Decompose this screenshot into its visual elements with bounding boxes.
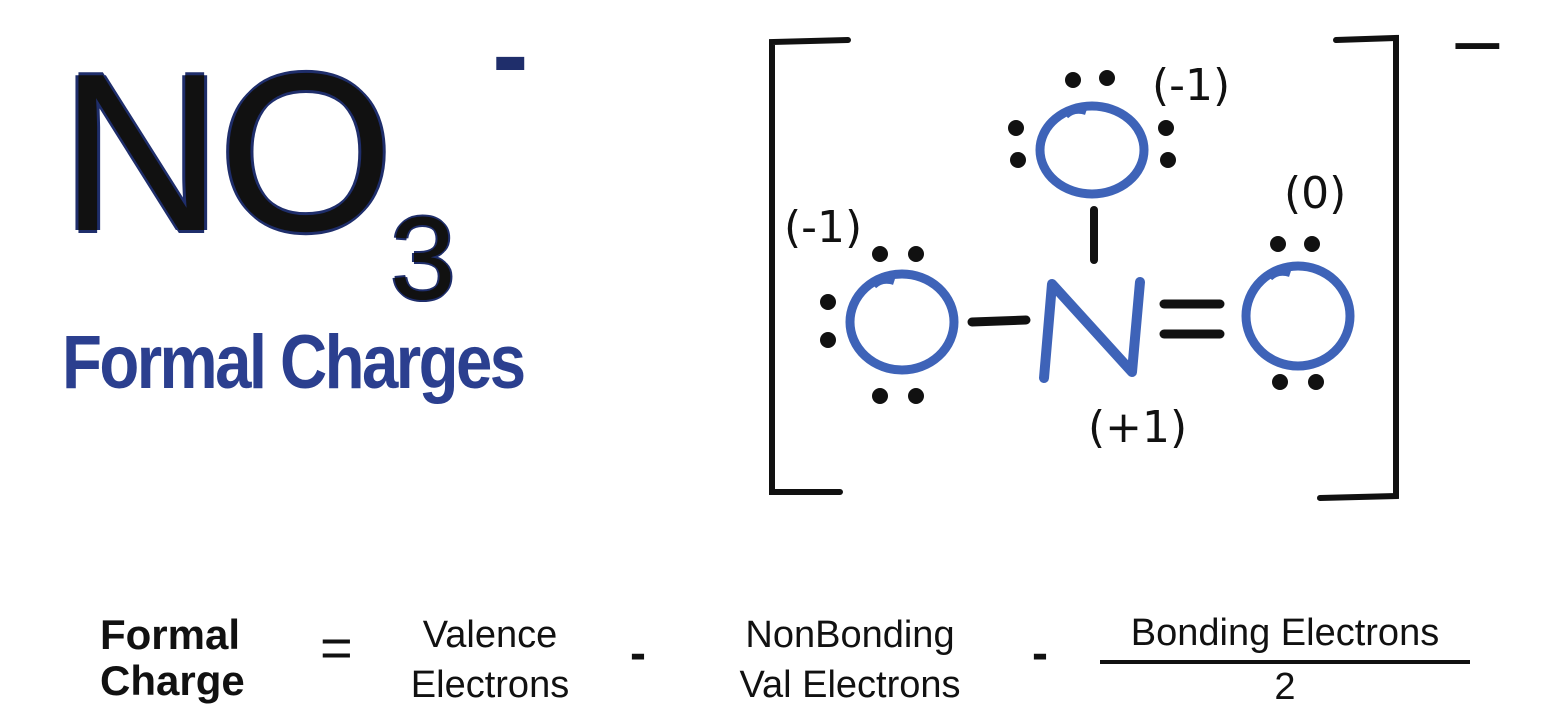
atom-o-right <box>1241 261 1355 371</box>
formal-charge-o-top: (-1) <box>1152 60 1230 111</box>
formula-main: NO <box>60 26 393 278</box>
atom-o-left <box>845 269 959 375</box>
atom-n <box>1039 277 1145 383</box>
formal-charge-o-left: (-1) <box>784 202 862 253</box>
term-valence-line2: Electrons <box>410 664 570 706</box>
right-bracket <box>1317 34 1399 501</box>
term-valence-electrons: Valence Electrons <box>390 610 590 710</box>
formula-charge: - <box>492 0 529 116</box>
equation-lhs-line2: Charge <box>100 657 245 704</box>
lone-pairs-o-left <box>820 246 924 404</box>
formula-subscript: 3 <box>390 193 456 325</box>
term-nonbonding-line2: Val Electrons <box>739 664 961 706</box>
fraction-bar <box>1100 660 1470 664</box>
fraction-denominator: 2 <box>1274 666 1296 708</box>
bond-n-o-right <box>1159 299 1225 339</box>
equals-sign: = <box>320 616 353 679</box>
subtitle: Formal Charges <box>62 320 526 405</box>
term-nonbonding-line1: NonBonding <box>745 614 955 656</box>
atom-o-top <box>1035 101 1149 199</box>
bond-n-o-left <box>967 315 1031 327</box>
term-bonding-fraction: Bonding Electrons 2 <box>1100 608 1470 710</box>
fraction-numerator: Bonding Electrons <box>1130 612 1440 654</box>
formal-charge-n: (+1) <box>1088 402 1187 453</box>
bracket-charge: − <box>1448 20 1507 85</box>
formal-charge-o-right: (0) <box>1284 168 1346 219</box>
term-nonbonding-electrons: NonBonding Val Electrons <box>710 610 990 710</box>
minus-sign-1: - <box>630 627 646 680</box>
lewis-structure: − (-1) (-1) (+1) <box>769 20 1507 501</box>
left-bracket <box>769 37 851 495</box>
title-block: NO 3 - Formal Charges <box>60 0 620 440</box>
lone-pairs-o-right <box>1270 236 1324 390</box>
equation-lhs-line1: Formal <box>100 611 241 658</box>
lone-pairs-o-top <box>1008 70 1176 168</box>
equation-lhs: Formal Charge <box>100 612 245 704</box>
minus-sign-2: - <box>1032 627 1048 680</box>
term-valence-line1: Valence <box>422 614 558 656</box>
formal-charge-equation: Formal Charge = Valence Electrons - NonB… <box>100 600 1520 720</box>
